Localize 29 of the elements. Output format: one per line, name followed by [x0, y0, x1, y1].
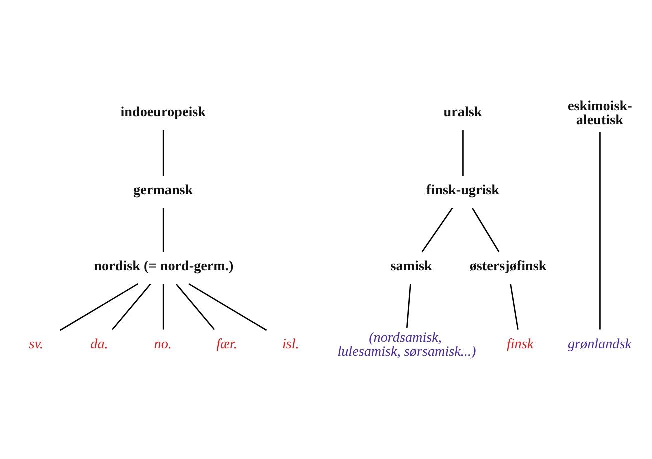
connector	[112, 283, 152, 330]
connector	[162, 208, 164, 252]
connector	[406, 284, 412, 328]
node-text: fær.	[216, 336, 238, 352]
node-text: germansk	[134, 182, 194, 198]
connector	[422, 207, 454, 252]
node-text: finsk-ugrisk	[426, 182, 500, 198]
node-text: samisk	[390, 258, 432, 274]
connector	[162, 130, 164, 176]
connector	[600, 132, 601, 330]
connector	[510, 284, 519, 330]
connector	[176, 283, 216, 330]
node-text: (nordsamisk, lulesamisk, sørsamisk...)	[338, 330, 476, 360]
node-text: sv.	[29, 336, 44, 352]
node-text: uralsk	[444, 104, 482, 120]
connector	[162, 284, 164, 330]
node-text: isl.	[282, 336, 300, 352]
node-text: indoeuropeisk	[120, 104, 206, 120]
node-text: østersjøfinsk	[470, 258, 547, 274]
node-text: no.	[154, 336, 172, 352]
node-text: eskimoisk-aleutisk	[568, 98, 632, 128]
node-text: finsk	[506, 336, 534, 352]
node-text: grønlandsk	[568, 336, 632, 352]
connector	[462, 130, 464, 176]
connector	[472, 207, 500, 252]
connector	[60, 283, 138, 331]
node-text: da.	[90, 336, 108, 352]
node-text: nordisk (= nord-germ.)	[94, 258, 234, 274]
connector	[188, 283, 268, 331]
